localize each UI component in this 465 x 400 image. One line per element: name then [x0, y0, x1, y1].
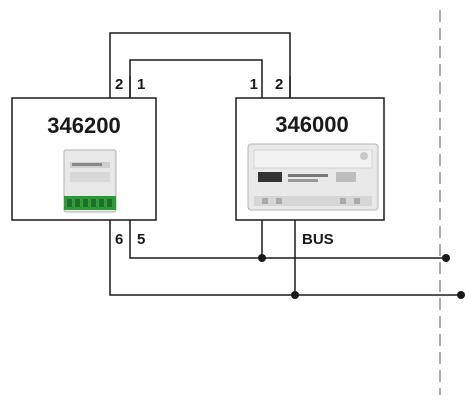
device-346000-title: 346000	[275, 112, 348, 137]
wire-terminal-1	[129, 59, 263, 98]
device-346000: 346000	[235, 97, 385, 221]
module-346200-image	[63, 149, 117, 213]
right-terminal-top-1: 1	[250, 76, 258, 93]
wire-terminal-5	[129, 220, 448, 259]
left-terminal-top-1: 1	[137, 76, 145, 93]
junction-dot	[291, 291, 299, 299]
junction-dot	[457, 291, 465, 299]
wire-terminal-2	[109, 32, 291, 98]
device-346200-title: 346200	[47, 113, 120, 138]
junction-dot	[442, 254, 450, 262]
junction-dot	[258, 254, 266, 262]
left-terminal-bottom-6: 6	[115, 231, 123, 248]
bus-label: BUS	[302, 231, 334, 248]
left-terminal-top-2: 2	[115, 76, 123, 93]
wire-terminal-6	[109, 220, 465, 296]
device-346200: 346200	[11, 97, 157, 221]
left-terminal-bottom-5: 5	[137, 231, 145, 248]
module-346000-image	[247, 143, 379, 211]
right-terminal-top-2: 2	[275, 76, 283, 93]
